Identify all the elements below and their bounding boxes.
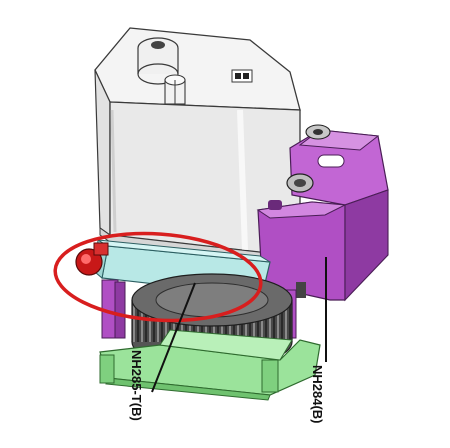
bracket-washer [305,124,331,140]
connector-post [164,74,186,105]
callout-label-nh284: NH284(B) [310,365,325,424]
base-plate [99,329,321,401]
stepper-motor [94,27,301,263]
shaft-hole [151,41,165,49]
bracket-nh284 [256,124,389,302]
callout-label-nh285: NH285-T(B) [129,350,144,421]
red-knob [75,242,109,276]
bracket-screw [286,173,314,193]
motor-top-face [94,27,301,111]
highlight-ellipse [53,231,263,323]
leader-line-nh285 [151,282,196,393]
bracket-hole [268,200,282,210]
motor-label-plate [231,69,253,83]
